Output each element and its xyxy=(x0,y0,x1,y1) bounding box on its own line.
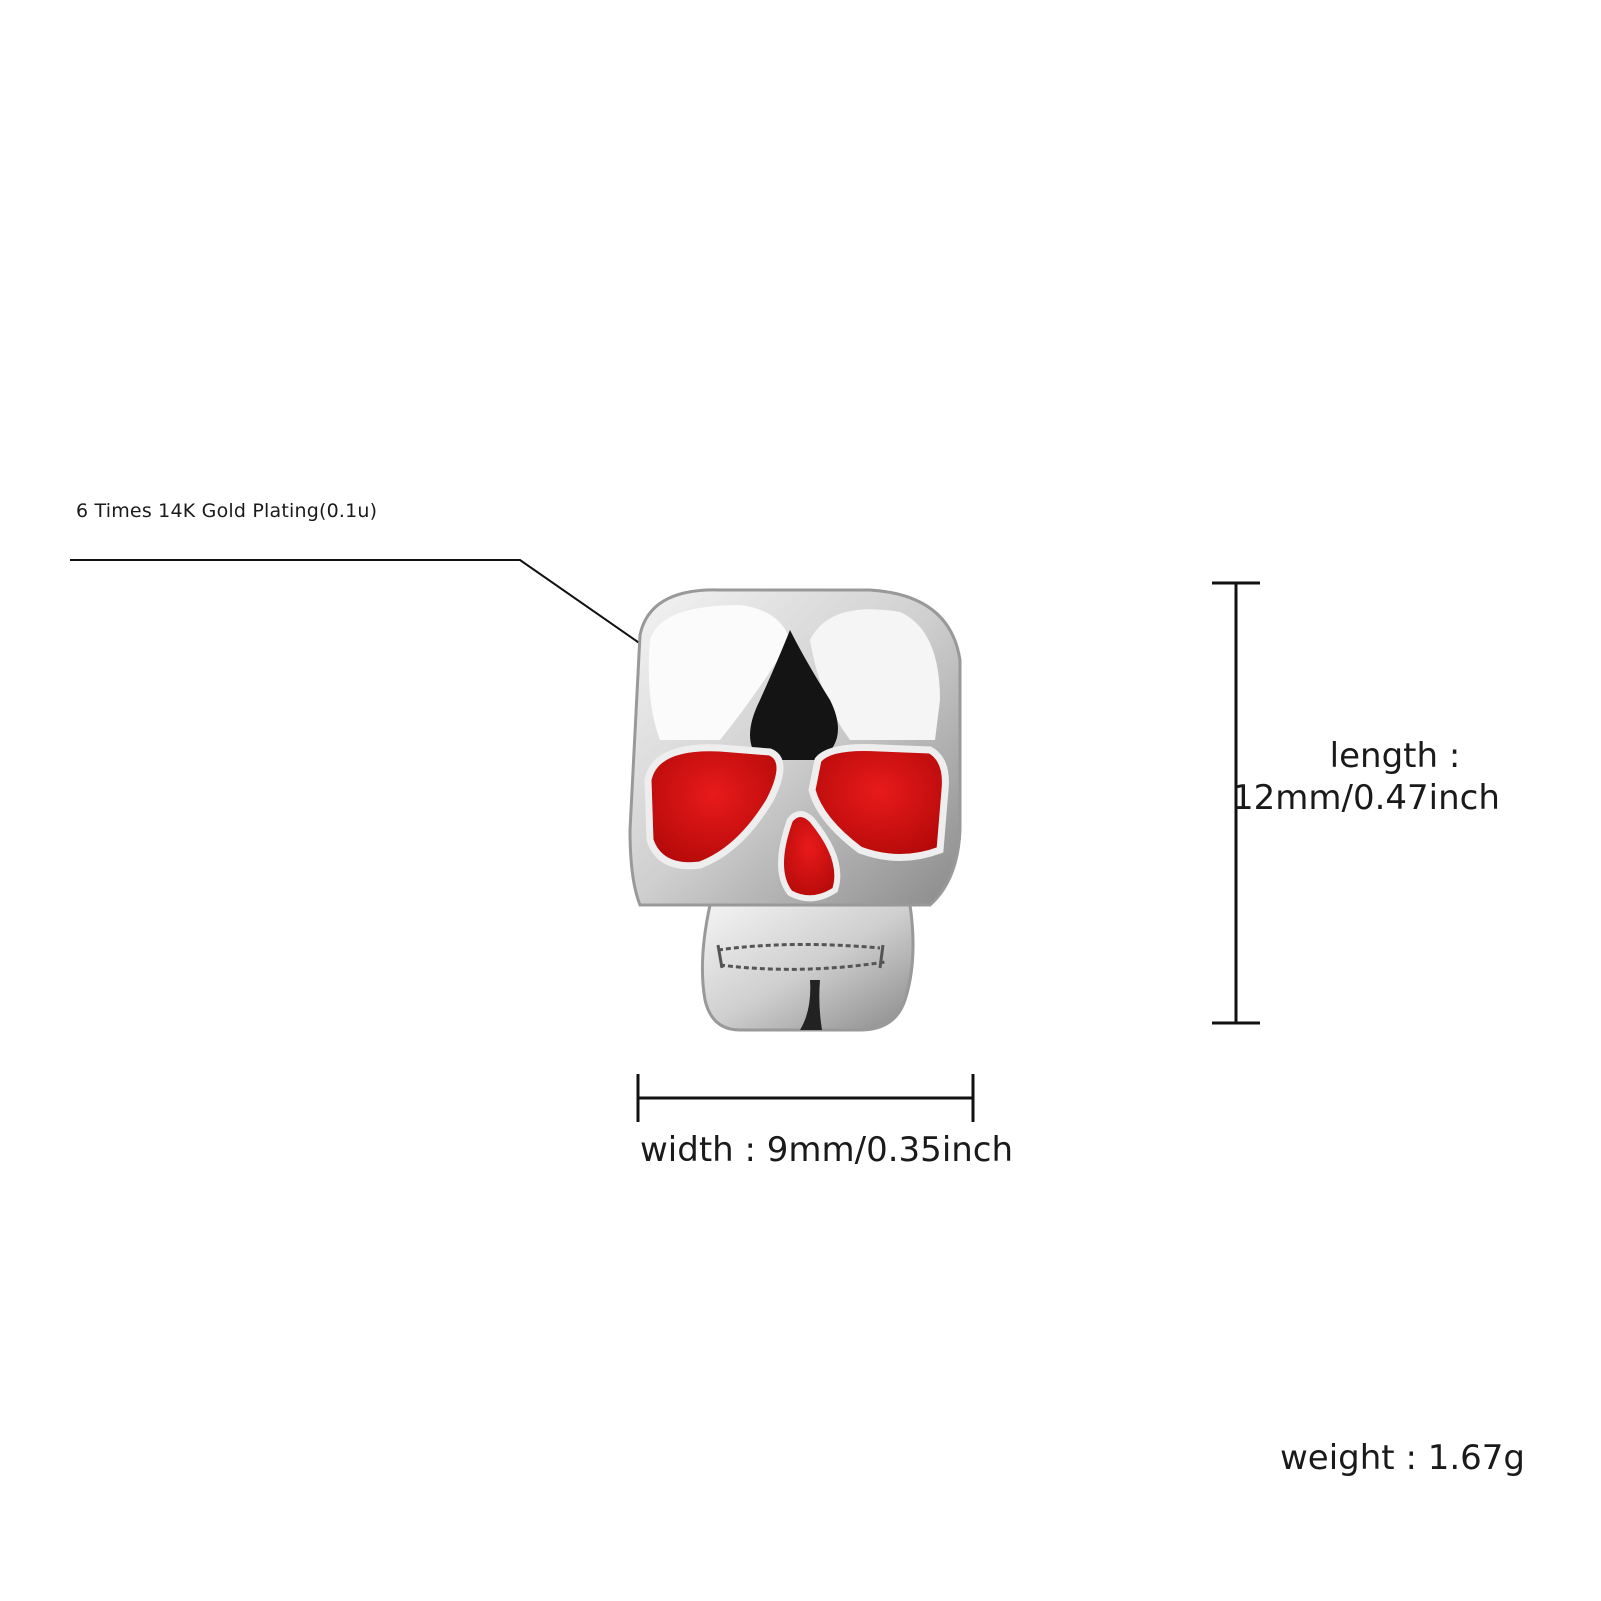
weight-label: weight : 1.67g xyxy=(1280,1438,1525,1478)
material-callout-label: 6 Times 14K Gold Plating(0.1u) xyxy=(76,500,378,522)
length-value: 12mm/0.47inch xyxy=(1232,778,1500,818)
skull-earring-image xyxy=(628,588,962,1032)
width-label: width : 9mm/0.35inch xyxy=(640,1130,1014,1170)
callout-leader-line xyxy=(70,559,721,701)
width-dimension-bar xyxy=(636,1074,975,1122)
length-label: length : xyxy=(1329,736,1461,776)
length-dimension-bar xyxy=(1212,581,1260,1025)
